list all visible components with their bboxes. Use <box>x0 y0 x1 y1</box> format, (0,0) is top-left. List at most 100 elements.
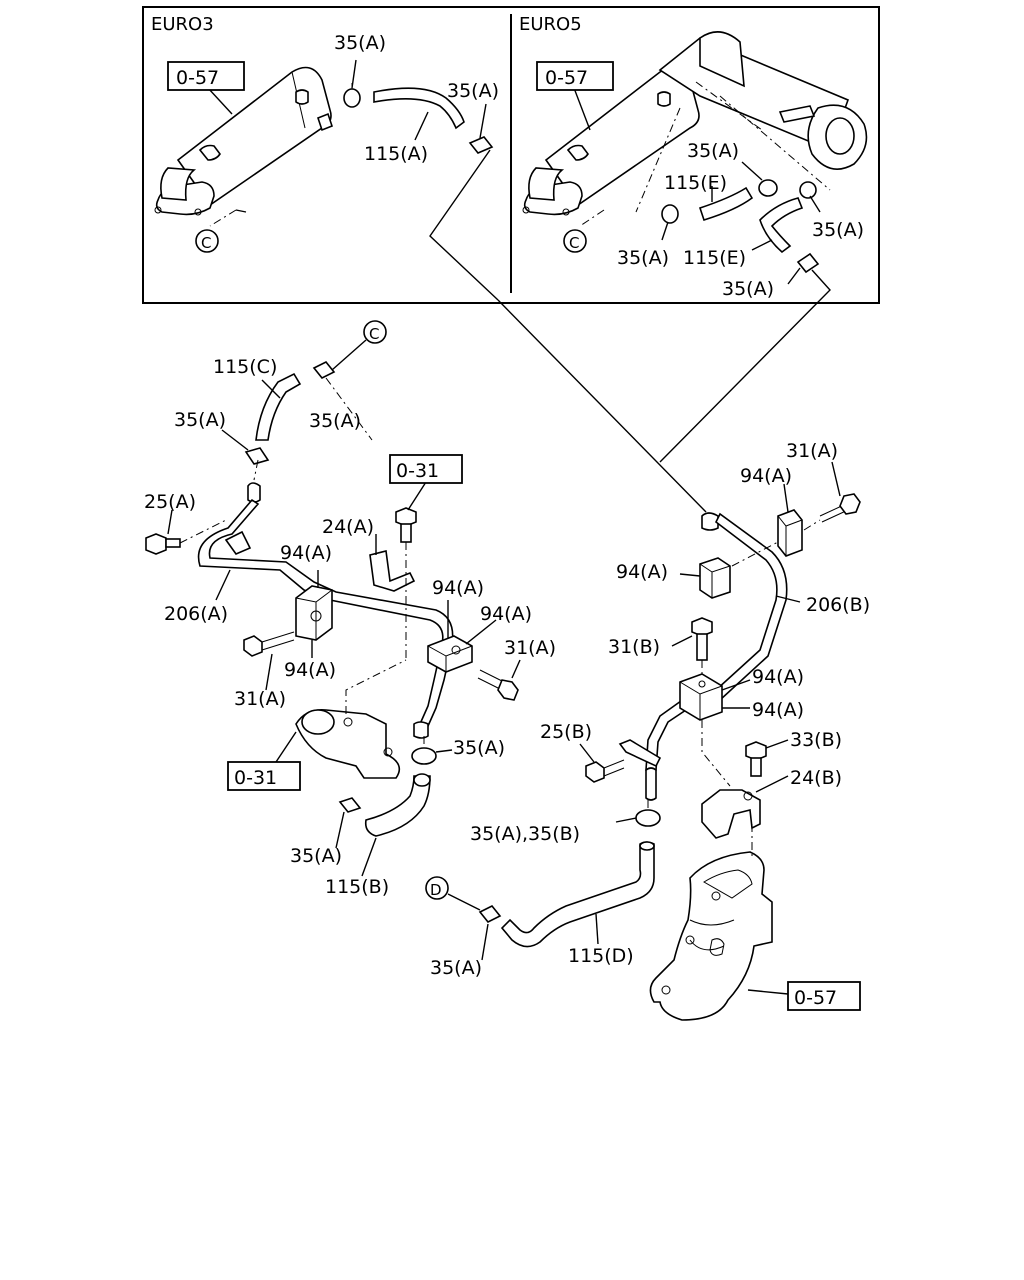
egr-cooler-euro3 <box>154 66 333 216</box>
label-35a-left-4: 35(A) <box>290 845 342 867</box>
marker-d: D <box>430 881 442 899</box>
label-94a-left-2: 94(A) <box>432 577 484 599</box>
hose-115e-2 <box>751 197 804 254</box>
label-94a-right-4: 94(A) <box>752 699 804 721</box>
egr-cooler-euro5 <box>522 31 868 216</box>
clamp-euro5-1 <box>741 161 778 197</box>
label-94a-left-3: 94(A) <box>480 603 532 625</box>
label-206b: 206(B) <box>806 594 870 616</box>
label-24a: 24(A) <box>322 516 374 538</box>
label-33b: 33(B) <box>790 729 842 751</box>
thermostat-housing <box>295 708 401 779</box>
label-35a-left-1: 35(A) <box>309 410 361 432</box>
label-35a-euro3-top: 35(A) <box>334 32 386 54</box>
label-115e-2: 115(E) <box>683 247 746 269</box>
euro5-inset: EURO5 <box>519 14 868 463</box>
bracket-24a <box>369 550 416 592</box>
label-35a-left-3: 35(A) <box>453 737 505 759</box>
label-35a-euro3-right: 35(A) <box>447 80 499 102</box>
euro3-inset: EURO3 <box>151 14 499 301</box>
clamp-euro5-2 <box>661 204 679 241</box>
clamp-35a-35b <box>635 809 661 827</box>
hose-115e-1 <box>698 186 754 221</box>
clamp-block-94a-lower <box>679 673 723 721</box>
ref-box-0-31-bottom <box>227 761 301 791</box>
label-31a-left-2: 31(A) <box>234 688 286 710</box>
label-94a-left-4: 94(A) <box>284 659 336 681</box>
clip-94a-middle <box>699 557 731 599</box>
pipe-206a <box>197 482 454 739</box>
ref-0-57-euro3: 0-57 <box>176 67 219 89</box>
euro5-title: EURO5 <box>519 14 582 35</box>
ref-box-0-57-euro3 <box>167 61 245 91</box>
clip-94a-top <box>777 509 803 557</box>
bolt-31a-left <box>243 631 295 657</box>
label-115d: 115(D) <box>568 945 634 967</box>
label-115c: 115(C) <box>213 356 277 378</box>
ref-box-0-31-top <box>389 454 463 484</box>
clamp-block-94a-right <box>427 635 473 673</box>
label-35a-euro5-3: 35(A) <box>812 219 864 241</box>
clamp-right-bottom <box>478 904 502 924</box>
clamp-left-1 <box>312 360 336 380</box>
label-31b: 31(B) <box>608 636 660 658</box>
right-assembly: D 31(A) 94(A) 94(A) 206(B) 31(B) 94(A) 9… <box>425 299 870 1021</box>
marker-c-euro5-circle <box>563 229 587 253</box>
label-94a-right-2: 94(A) <box>616 561 668 583</box>
label-115b: 115(B) <box>325 876 389 898</box>
hose-115b <box>364 773 431 837</box>
clamp-euro5-4 <box>787 252 820 285</box>
label-25a: 25(A) <box>144 491 196 513</box>
label-94a-right-3: 94(A) <box>752 666 804 688</box>
bolt-25b <box>585 759 625 783</box>
clamp-euro5-3 <box>799 181 821 213</box>
bolt-33b <box>745 741 767 777</box>
marker-c-main: C <box>369 325 379 343</box>
label-94a-left-1: 94(A) <box>280 542 332 564</box>
bracket-small-left <box>224 530 252 555</box>
ref-0-57-euro5: 0-57 <box>545 67 588 89</box>
label-115e-1: 115(E) <box>664 172 727 194</box>
label-35a-35b: 35(A),35(B) <box>470 823 580 845</box>
label-35a-left-2: 35(A) <box>174 409 226 431</box>
bolt-0-31-top <box>395 507 417 543</box>
label-25b: 25(B) <box>540 721 592 743</box>
marker-c-euro5: C <box>569 234 579 252</box>
label-31a-left-1: 31(A) <box>504 637 556 659</box>
label-206a: 206(A) <box>164 603 228 625</box>
label-31a-right: 31(A) <box>786 440 838 462</box>
hose-115a <box>373 87 465 141</box>
hose-115c <box>255 372 302 441</box>
egr-housing <box>649 851 773 1021</box>
bolt-25a <box>145 533 181 555</box>
hose-115d <box>500 841 655 948</box>
label-94a-right-1: 94(A) <box>740 465 792 487</box>
clamp-left-3 <box>411 747 437 765</box>
clamp-block-94a-left <box>295 585 333 641</box>
ref-box-0-57-bottom <box>787 981 861 1011</box>
left-assembly: C <box>144 320 556 898</box>
ref-box-0-57-euro5 <box>536 61 614 91</box>
clamp-euro3-top <box>343 59 361 108</box>
label-35a-right-bottom: 35(A) <box>430 957 482 979</box>
label-35a-euro5-2: 35(A) <box>617 247 669 269</box>
bracket-24b <box>701 789 761 839</box>
euro3-title: EURO3 <box>151 14 214 35</box>
bolt-31b <box>691 617 713 661</box>
clamp-left-4 <box>338 797 362 813</box>
ref-0-31-bottom: 0-31 <box>234 767 277 789</box>
ref-0-31-top: 0-31 <box>396 460 439 482</box>
marker-d-circle <box>425 876 449 900</box>
bolt-31a-right <box>477 669 519 701</box>
label-115a: 115(A) <box>364 143 428 165</box>
marker-c-euro3-circle <box>195 229 219 253</box>
bolt-31a-right <box>819 493 861 523</box>
label-35a-euro5-1: 35(A) <box>687 140 739 162</box>
clamp-euro3-right <box>468 103 494 154</box>
inset-frame <box>142 6 880 304</box>
label-24b: 24(B) <box>790 767 842 789</box>
marker-c-euro3: C <box>201 234 211 252</box>
label-35a-euro5-4: 35(A) <box>722 278 774 300</box>
clamp-left-2 <box>244 447 270 465</box>
